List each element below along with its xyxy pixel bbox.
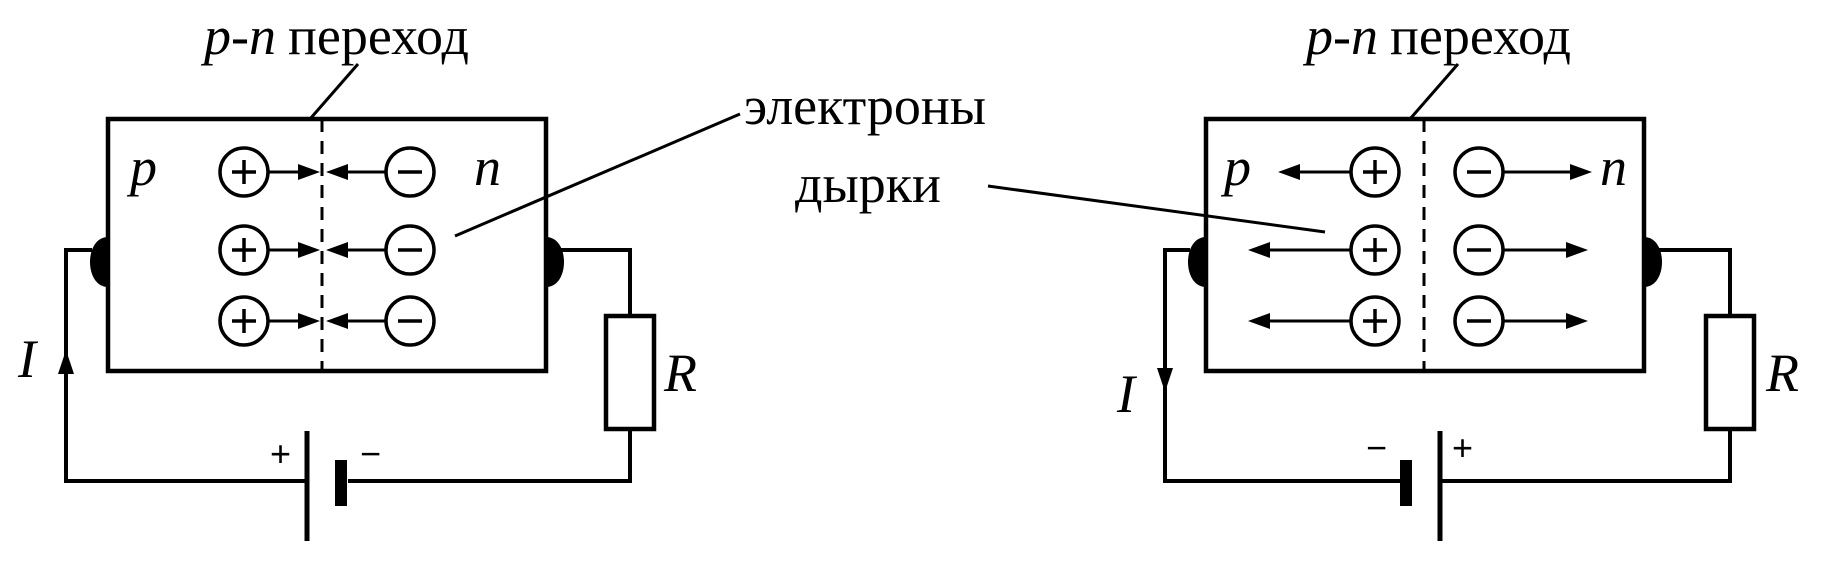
holes-group <box>1349 146 1401 347</box>
resistor <box>603 313 657 432</box>
electron-carrier <box>1453 146 1505 198</box>
resistor <box>1703 313 1757 432</box>
wire-bottom <box>348 429 632 483</box>
hole-carrier <box>1349 295 1401 347</box>
battery-plus-sign: + <box>1452 427 1473 468</box>
p-region-label: p <box>126 137 157 197</box>
battery-plus-sign: + <box>270 433 291 474</box>
holes-label: дырки <box>795 154 941 214</box>
pn-label-leader <box>308 63 360 120</box>
wire-right-top <box>561 248 632 316</box>
electron-carrier <box>384 224 436 276</box>
current-arrow <box>58 350 74 374</box>
hole-carrier <box>1349 224 1401 276</box>
pn-label-leader <box>1408 63 1460 120</box>
current-label: I <box>17 329 39 389</box>
n-contact <box>546 237 564 287</box>
p-region-label: p <box>1220 137 1251 197</box>
resistor-label: R <box>663 343 697 403</box>
n-region-label: n <box>1600 137 1627 197</box>
electron-carrier <box>384 295 436 347</box>
battery-minus-sign: − <box>1366 427 1387 468</box>
electrons-group <box>384 146 436 347</box>
current-arrow <box>1157 368 1173 392</box>
carrier-arrows <box>268 164 386 329</box>
wire-left <box>1163 248 1406 483</box>
hole-carrier <box>218 146 270 198</box>
holes-group <box>218 146 270 347</box>
p-contact <box>90 237 108 287</box>
battery-minus-sign: − <box>360 433 381 474</box>
electron-carrier <box>1453 295 1505 347</box>
semiconductor-crystal <box>1203 116 1647 374</box>
n-region-label: n <box>474 137 501 197</box>
wire-bottom <box>1440 429 1732 483</box>
hole-carrier <box>218 295 270 347</box>
electrons-label: электроны <box>744 76 986 136</box>
wire-right-top <box>1659 248 1732 316</box>
current-label: I <box>1116 364 1138 424</box>
hole-carrier <box>218 224 270 276</box>
p-contact <box>1188 237 1206 287</box>
hole-carrier <box>1349 146 1401 198</box>
electron-carrier <box>384 146 436 198</box>
n-contact <box>1644 237 1662 287</box>
holes-leader <box>987 184 1326 234</box>
electron-carrier <box>1453 224 1505 276</box>
electrons-leader <box>454 112 741 238</box>
carrier-arrows <box>1248 164 1592 329</box>
electrons-group <box>1453 146 1505 347</box>
resistor-label: R <box>1765 343 1799 403</box>
